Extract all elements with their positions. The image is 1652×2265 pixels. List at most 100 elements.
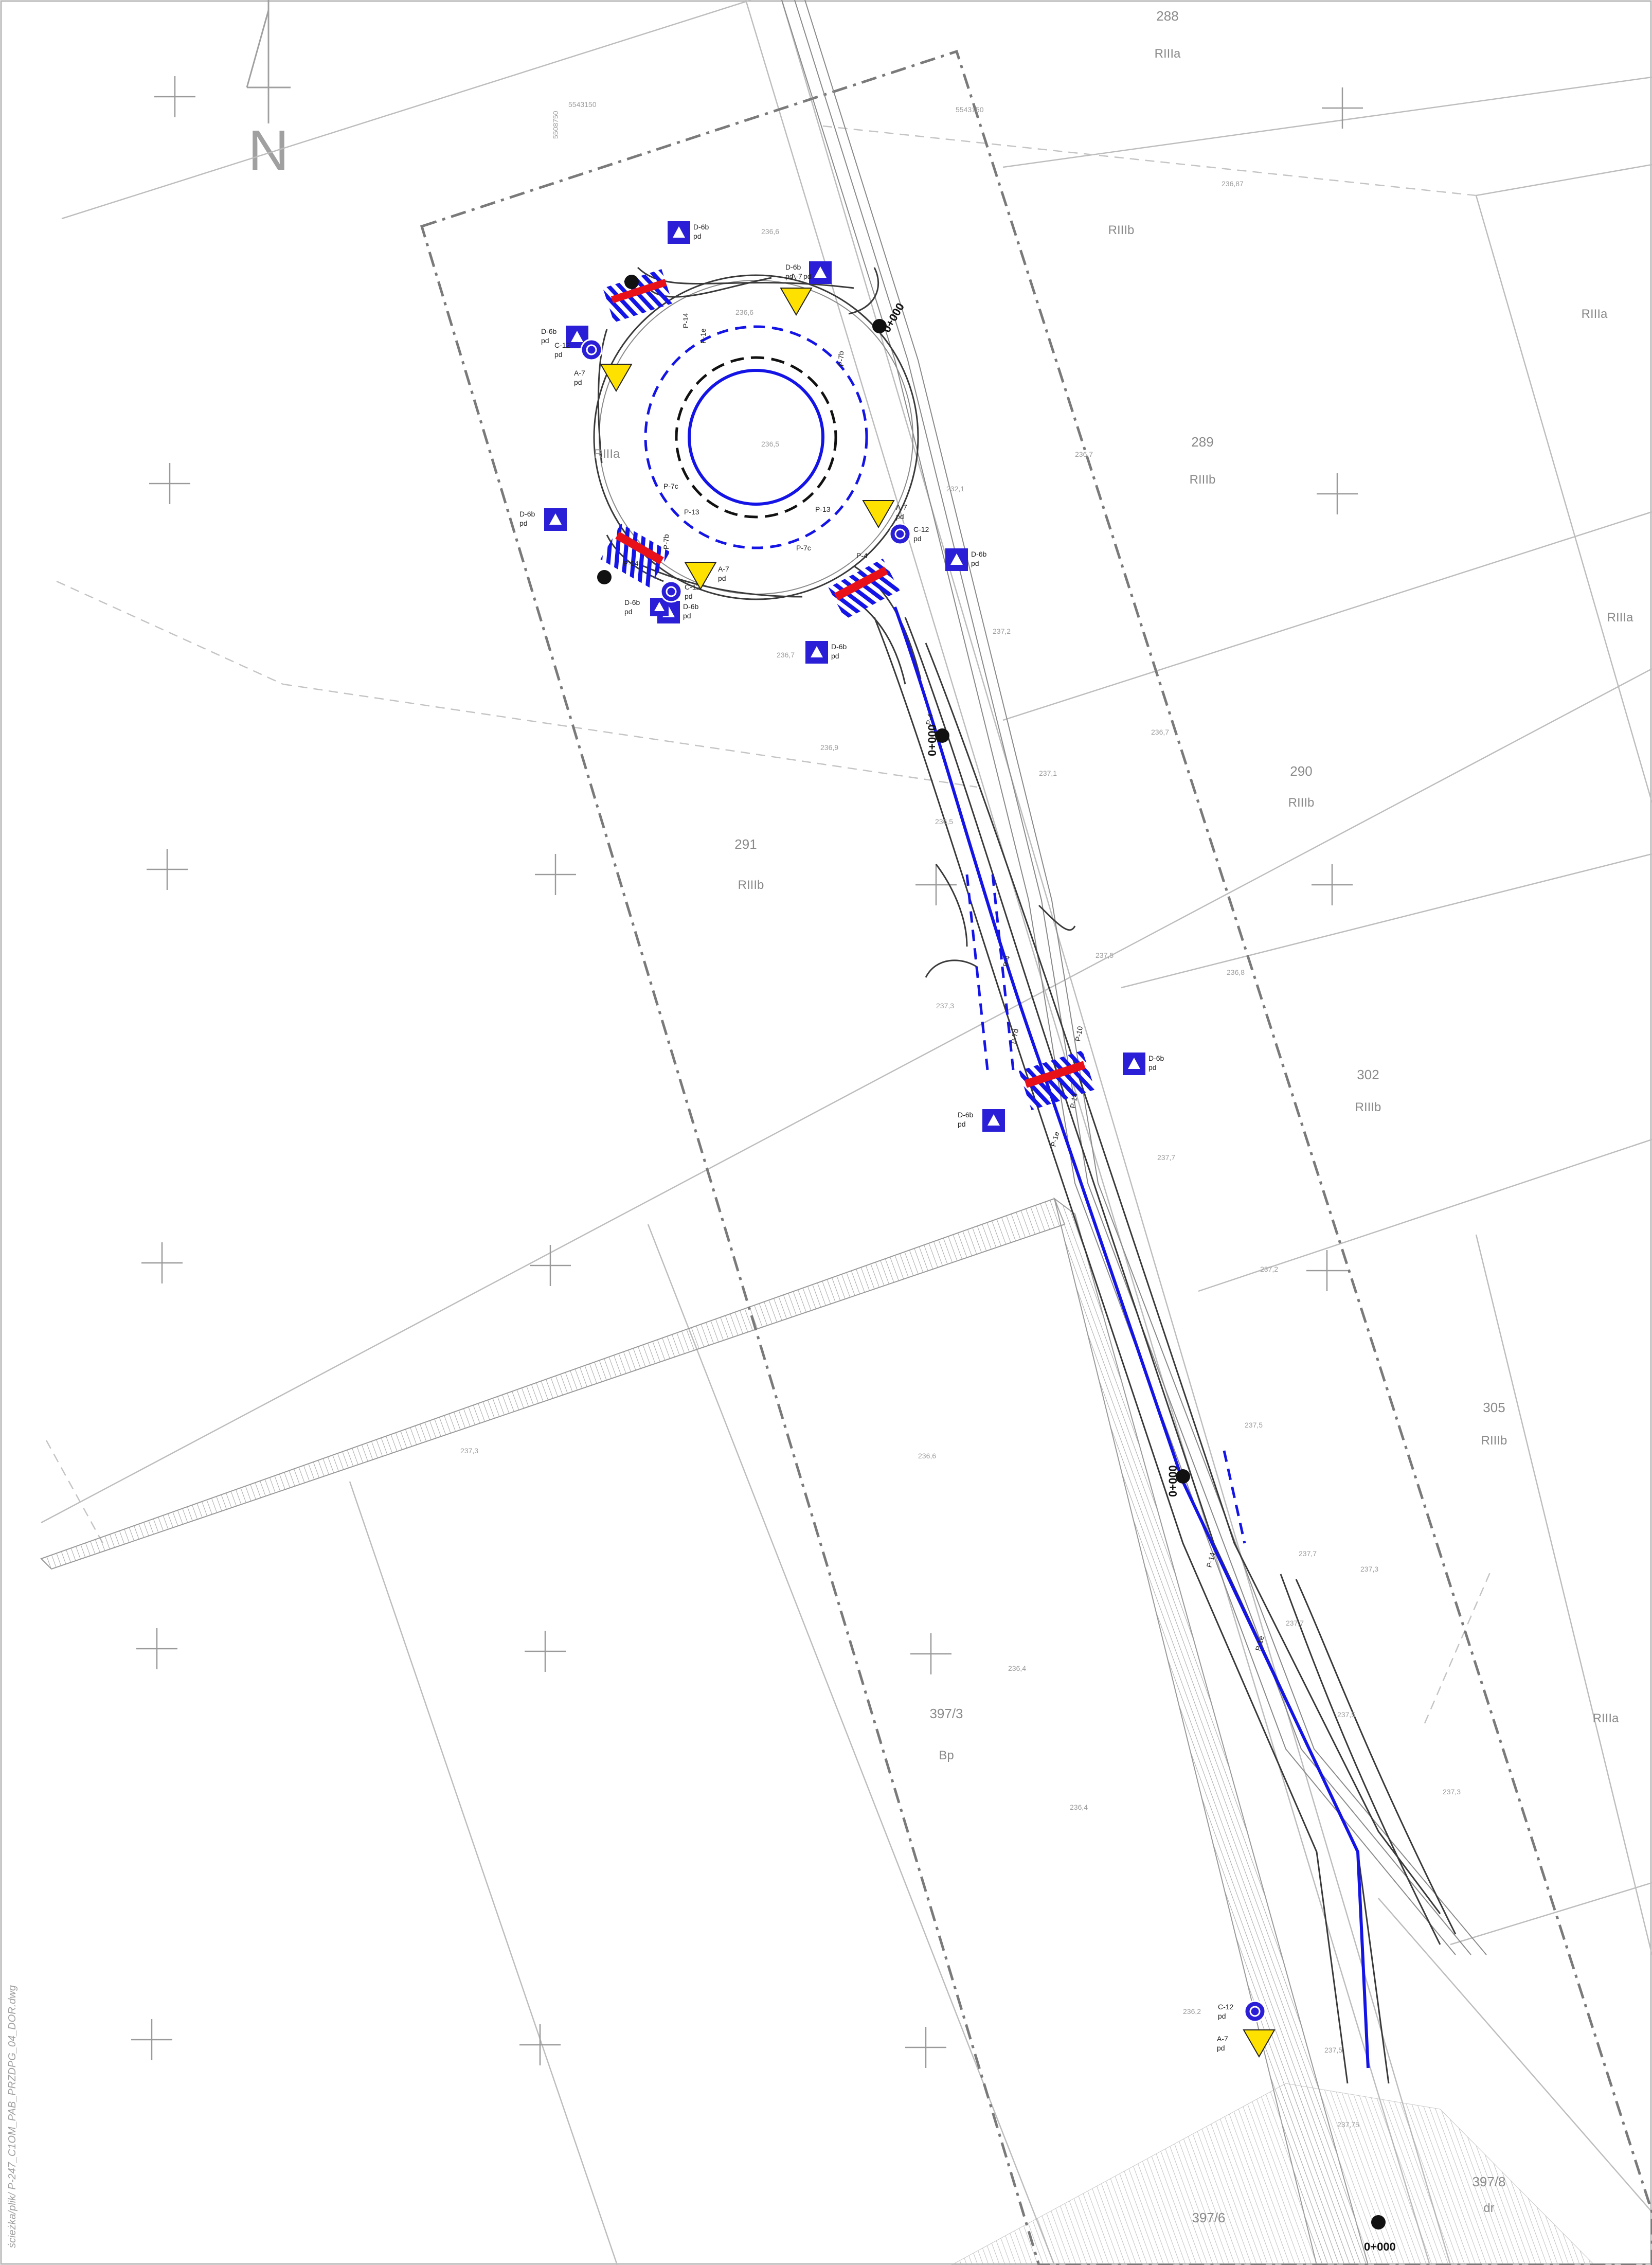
- parcel-class: RIIIb: [1288, 796, 1315, 810]
- svg-text:237,7: 237,7: [1299, 1549, 1317, 1558]
- parcel-class: Bp: [939, 1749, 954, 1762]
- svg-text:236,6: 236,6: [918, 1452, 936, 1460]
- svg-text:236,9: 236,9: [820, 743, 838, 752]
- svg-text:237,3: 237,3: [1443, 1788, 1461, 1796]
- north-label: N: [248, 119, 289, 182]
- svg-text:236,4: 236,4: [1070, 1803, 1088, 1811]
- svg-text:237,2: 237,2: [993, 627, 1011, 635]
- svg-text:pd: pd: [685, 592, 693, 600]
- svg-text:A-7: A-7: [574, 369, 585, 377]
- svg-text:237,7: 237,7: [1286, 1619, 1304, 1627]
- svg-text:0+000: 0+000: [1364, 2240, 1396, 2253]
- svg-text:A-7: A-7: [1217, 2035, 1228, 2043]
- svg-text:RIIIb: RIIIb: [1108, 223, 1135, 237]
- svg-text:P-7b: P-7b: [837, 351, 845, 366]
- svg-text:pd: pd: [519, 519, 528, 527]
- svg-text:D-6b: D-6b: [683, 602, 699, 611]
- svg-text:237,75: 237,75: [1337, 2120, 1359, 2129]
- elevation-spots: 236,6 236,6 236,5 236,87 236,7 237,2 236…: [460, 180, 1461, 2129]
- svg-text:C-12: C-12: [1218, 2003, 1234, 2011]
- svg-text:pd: pd: [1148, 1063, 1157, 1072]
- svg-text:pd: pd: [971, 559, 979, 567]
- chainage-marker: 0+000: [926, 724, 949, 756]
- parcel-boundaries: [41, 0, 1652, 2265]
- svg-text:236,7: 236,7: [1151, 728, 1169, 736]
- svg-text:RIIIa: RIIIa: [1582, 307, 1608, 321]
- parcel-number: 290: [1290, 763, 1312, 779]
- svg-text:5543150: 5543150: [568, 100, 597, 109]
- svg-text:236,7: 236,7: [1075, 450, 1093, 458]
- svg-text:236,2: 236,2: [1183, 2007, 1201, 2016]
- north-arrow-icon: N: [246, 0, 291, 182]
- svg-text:P-10: P-10: [1073, 1025, 1084, 1042]
- svg-text:pd: pd: [683, 612, 691, 620]
- svg-text:C-12: C-12: [913, 525, 929, 533]
- parcel-class: RIIIb: [1481, 1434, 1507, 1448]
- main-road: [873, 606, 1457, 2084]
- pedestrian-crossings: [600, 269, 1096, 1111]
- parcel-class: dr: [1483, 2201, 1494, 2215]
- svg-text:236,87: 236,87: [1222, 180, 1244, 188]
- svg-text:P-14: P-14: [681, 313, 690, 328]
- coordinate-labels: 5543150 5508750 5543150: [551, 100, 984, 139]
- svg-text:P-7c: P-7c: [663, 482, 678, 490]
- svg-text:pd: pd: [1217, 2044, 1225, 2052]
- svg-text:237,3: 237,3: [1360, 1565, 1378, 1573]
- svg-text:236,4: 236,4: [1008, 1664, 1026, 1672]
- svg-text:A-7: A-7: [718, 565, 729, 573]
- svg-text:P-14: P-14: [623, 559, 639, 567]
- svg-text:D-6b: D-6b: [519, 510, 535, 518]
- svg-text:C-12: C-12: [685, 583, 701, 591]
- svg-text:P-1e: P-1e: [1253, 1635, 1265, 1652]
- svg-text:237,5: 237,5: [1324, 2046, 1342, 2054]
- svg-text:C-12: C-12: [554, 341, 570, 349]
- svg-text:D-6b: D-6b: [624, 598, 640, 607]
- chainage-marker: 0+000: [1166, 1465, 1190, 1497]
- svg-text:237,3: 237,3: [936, 1002, 954, 1010]
- svg-text:0+000: 0+000: [926, 724, 939, 756]
- svg-text:pd: pd: [718, 574, 726, 582]
- parcel-number: 291: [734, 836, 757, 852]
- parcel-class: RIIIb: [738, 878, 764, 892]
- svg-text:P-7d: P-7d: [1009, 1028, 1020, 1045]
- svg-text:232,1: 232,1: [946, 485, 964, 493]
- svg-text:0+000: 0+000: [880, 300, 907, 334]
- parcel-number: 289: [1191, 434, 1213, 450]
- svg-text:pd: pd: [831, 652, 839, 660]
- node-dot: [597, 570, 612, 584]
- svg-text:236,5: 236,5: [935, 817, 953, 826]
- sign-a7-icon: A-7pd: [574, 364, 633, 393]
- svg-text:P-1e: P-1e: [699, 328, 707, 344]
- sign-a7-icon: A-7pd: [862, 500, 907, 529]
- svg-text:RIIIa: RIIIa: [1593, 1711, 1619, 1725]
- roundabout: [593, 266, 922, 685]
- svg-text:237,5: 237,5: [1245, 1421, 1263, 1429]
- marking-labels: P-13 P-7c P-13 P-7c P-4 P-14 P-1e P-14 P…: [623, 313, 1266, 1652]
- svg-text:237,5: 237,5: [1337, 1710, 1355, 1719]
- svg-text:pd: pd: [803, 272, 812, 280]
- svg-text:237,5: 237,5: [1096, 951, 1114, 959]
- svg-text:237,7: 237,7: [1157, 1153, 1175, 1162]
- parcel-number: 397/8: [1472, 2174, 1505, 2189]
- svg-text:pd: pd: [693, 232, 702, 240]
- svg-text:pd: pd: [541, 336, 549, 345]
- parcel-number: 288: [1156, 8, 1178, 24]
- node-dot: [624, 275, 639, 289]
- svg-text:237,3: 237,3: [460, 1447, 478, 1455]
- slope-hatching: [40, 1198, 1066, 1570]
- svg-text:236,6: 236,6: [735, 308, 753, 316]
